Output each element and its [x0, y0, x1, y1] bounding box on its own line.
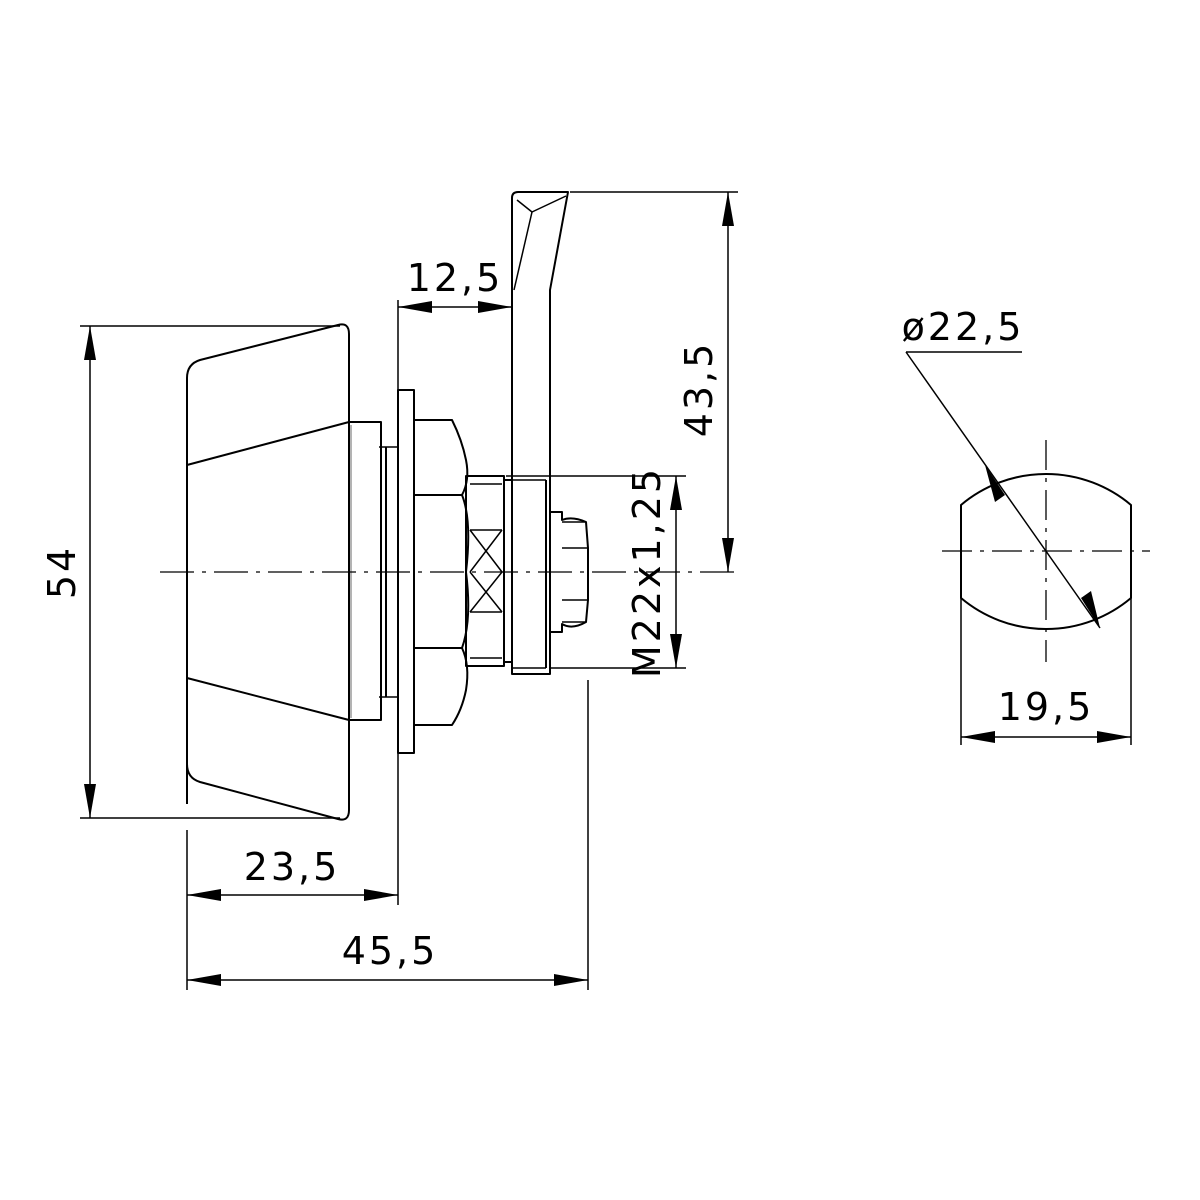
dim-flange-to-cam-label: 12,5	[407, 256, 504, 300]
dim-knob-to-flange-label: 23,5	[244, 845, 341, 889]
dim-cutout-diameter-label: ø22,5	[902, 305, 1025, 349]
dim-overall-length	[187, 680, 589, 990]
dim-overall-length-label: 45,5	[342, 929, 439, 973]
dim-overall-height-label: 54	[40, 545, 84, 599]
dim-cam-length-label: 43,5	[677, 341, 721, 438]
dim-knob-to-flange	[186, 300, 399, 990]
knob-neck	[348, 421, 387, 721]
knob-body	[186, 323, 352, 821]
small-nut	[549, 511, 589, 633]
dim-thread-label: M22x1,25	[625, 466, 669, 678]
dim-cutout-width	[960, 598, 1132, 745]
dim-cutout-diameter	[905, 351, 1101, 629]
dim-flange-to-cam	[398, 301, 512, 313]
dim-cutout-width-label: 19,5	[998, 685, 1095, 729]
dim-overall-height	[80, 325, 340, 819]
dim-cam-length	[570, 191, 738, 572]
threaded-body	[465, 475, 513, 667]
dim-thread	[506, 475, 686, 669]
cam-lever	[511, 191, 569, 675]
